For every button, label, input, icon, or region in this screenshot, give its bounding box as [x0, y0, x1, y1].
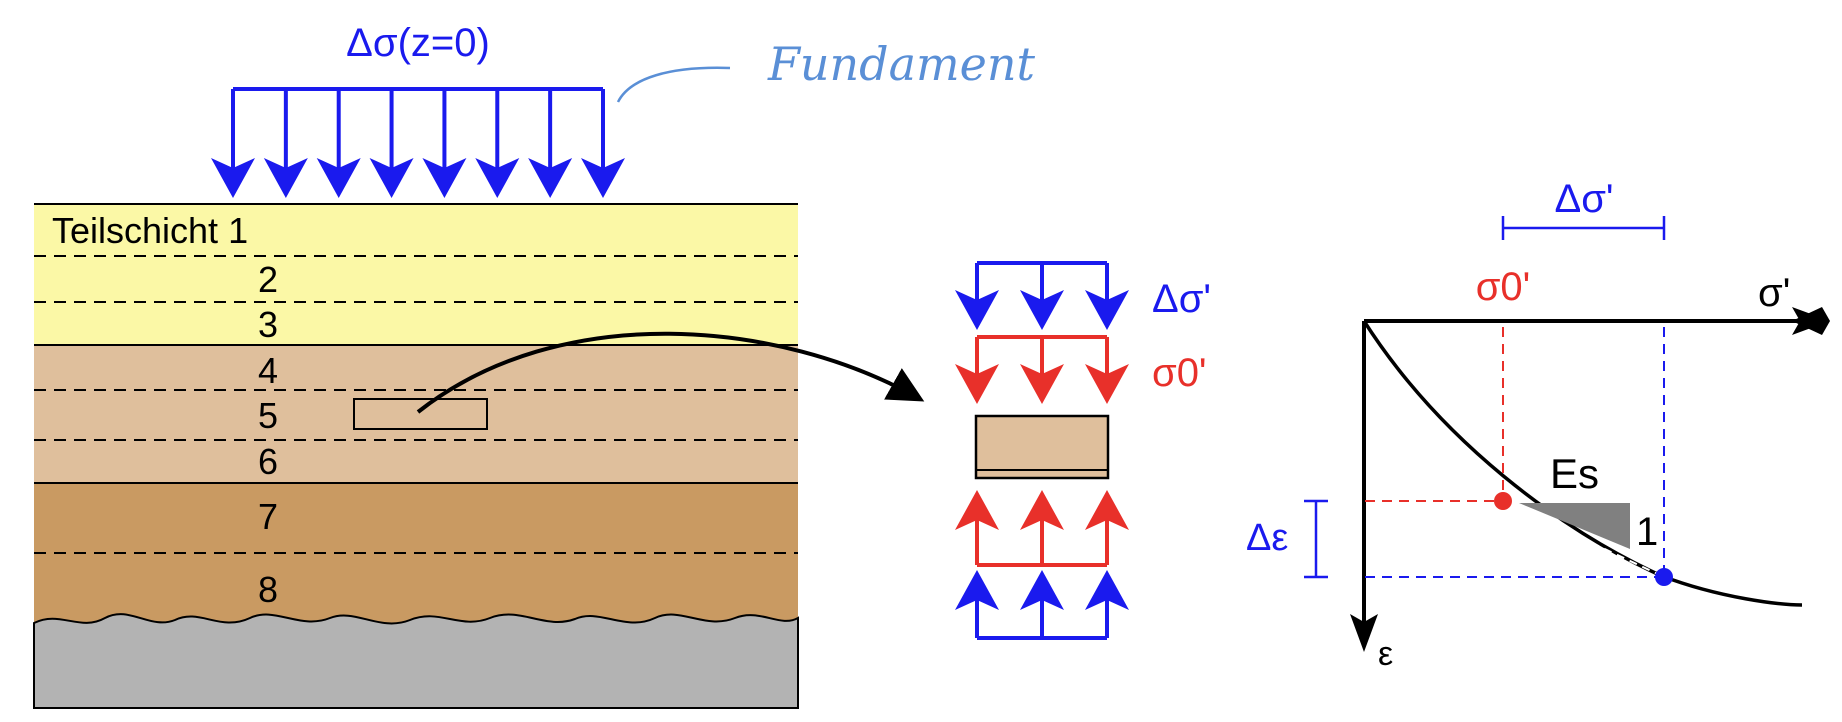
sublayer-label: 2: [258, 259, 278, 300]
sigma0-label: σ0': [1476, 265, 1531, 309]
sublayer-label-1: Teilschicht 1: [52, 210, 248, 251]
load-arrows: [211, 89, 625, 198]
sample-element-marker: [353, 398, 488, 430]
element-arrows: [955, 263, 1129, 638]
epsilon-axis-arrowhead: [1350, 614, 1378, 652]
element-load-arrow-up: [1085, 570, 1129, 638]
delta-eps-label: Δε: [1246, 517, 1288, 559]
sample-block: [974, 414, 1110, 480]
element-initial-arrow-up: [1085, 490, 1129, 565]
compression-curve: [1362, 320, 1803, 607]
epsilon-axis-label: ε: [1378, 635, 1393, 673]
bedrock: [33, 613, 799, 709]
element-load-arrow-up: [955, 570, 999, 638]
load-arrow: [422, 89, 467, 198]
soil-element: Δσ' σ0': [955, 261, 1211, 640]
sublayer-label: 6: [258, 441, 278, 482]
annotation-stroke: [616, 66, 731, 103]
load-arrow: [369, 89, 414, 198]
load-arrow: [475, 89, 520, 198]
soil-layer-yellow: [34, 204, 798, 345]
stress-strain-graph: σ' ε σ0' Δσ' Δε Es 1: [1246, 177, 1830, 673]
element-initial-label: σ0': [1152, 351, 1207, 395]
sublayer-label: 8: [258, 569, 278, 610]
modulus-triangle: [1519, 503, 1630, 549]
element-load-label: Δσ': [1152, 277, 1211, 321]
secant-line: [1502, 500, 1665, 578]
delta-sigma-label: Δσ': [1554, 177, 1613, 221]
load-arrow: [581, 89, 625, 198]
element-load-arrow-down: [955, 263, 999, 330]
load-arrow: [211, 89, 255, 198]
modulus-label: Es: [1550, 450, 1599, 497]
foundation-load: Δσ(z=0) Fundament: [211, 21, 1036, 198]
sublayer-label: 4: [258, 350, 278, 391]
load-arrow: [316, 89, 361, 198]
transfer-arrow: [416, 331, 925, 414]
element-initial-arrow-down: [1085, 337, 1129, 404]
slope-label: 1: [1636, 510, 1658, 554]
load-arrow: [528, 89, 573, 198]
sublayer-label: 3: [258, 304, 278, 345]
sigma-axis-arrowhead: [1792, 307, 1830, 335]
element-initial-arrow-up: [955, 490, 999, 565]
handwritten-annotation: Fundament: [767, 37, 1036, 91]
sublayer-label: 7: [258, 496, 278, 537]
final-state-point: [1655, 568, 1673, 586]
load-arrow: [263, 89, 308, 198]
soil-profile: Teilschicht 1 2 3 4 5 6 7 8: [33, 203, 925, 709]
element-load-arrow-down: [1085, 263, 1129, 330]
soil-layer-tan: [34, 345, 798, 483]
element-load-arrow-down: [1020, 263, 1064, 330]
element-initial-arrow-up: [1020, 490, 1064, 565]
element-load-arrow-up: [1020, 570, 1064, 638]
sublayer-label: 5: [258, 395, 278, 436]
element-initial-arrow-down: [955, 337, 999, 404]
sigma-axis-label: σ': [1758, 271, 1790, 315]
initial-state-point: [1494, 492, 1512, 510]
load-label: Δσ(z=0): [346, 21, 490, 65]
element-initial-arrow-down: [1020, 337, 1064, 404]
